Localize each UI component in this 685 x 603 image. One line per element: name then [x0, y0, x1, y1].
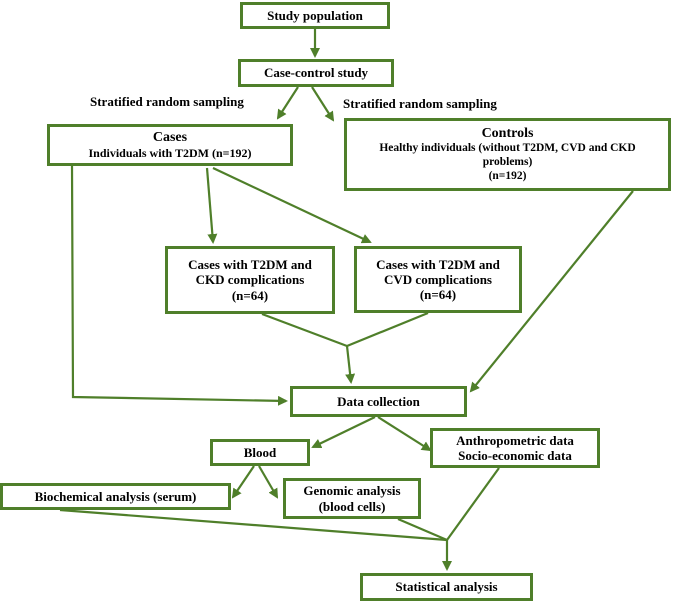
study-population-box: Study population — [240, 2, 390, 29]
anthropometric-line1: Anthropometric data — [456, 432, 574, 448]
cases-box: Cases Individuals with T2DM (n=192) — [47, 124, 293, 166]
cvd-line2: CVD complications — [384, 271, 492, 287]
cvd-line1: Cases with T2DM and — [376, 256, 500, 272]
ckd-line1: Cases with T2DM and — [188, 257, 312, 272]
controls-line1: Healthy individuals (without T2DM, CVD a… — [379, 142, 636, 155]
arrow-datacollection-to-blood — [311, 416, 376, 449]
controls-line3: (n=192) — [488, 169, 527, 182]
anthropometric-box: Anthropometric data Socio-economic data — [430, 428, 600, 468]
line-ckd-to-join — [261, 312, 348, 348]
cvd-line3: (n=64) — [419, 287, 457, 303]
arrow-cases-to-datacollection — [70, 164, 288, 406]
arrow-casecontrol-to-cases — [276, 86, 299, 120]
blood-label: Blood — [243, 444, 277, 460]
blood-box: Blood — [210, 439, 310, 466]
genomic-line2: (blood cells) — [318, 498, 386, 514]
arrow-controls-to-datacollection — [469, 190, 634, 393]
genomic-line1: Genomic analysis — [303, 483, 401, 499]
controls-title: Controls — [481, 125, 534, 141]
line-cvd-to-join — [346, 311, 429, 348]
data-collection-label: Data collection — [337, 393, 420, 409]
arrow-casecontrol-to-controls — [311, 86, 335, 122]
arrow-datacollection-to-anthro — [377, 416, 432, 452]
statistical-analysis-box: Statistical analysis — [360, 573, 533, 601]
cases-title: Cases — [152, 129, 188, 145]
genomic-analysis-box: Genomic analysis (blood cells) — [283, 478, 421, 519]
cases-subtitle: Individuals with T2DM (n=192) — [88, 146, 252, 161]
ckd-cases-box: Cases with T2DM and CKD complications (n… — [165, 246, 335, 314]
biochemical-analysis-box: Biochemical analysis (serum) — [0, 483, 231, 510]
data-collection-box: Data collection — [290, 386, 467, 417]
case-control-study-label: Case-control study — [263, 65, 369, 81]
case-control-study-box: Case-control study — [238, 59, 394, 87]
arrow-blood-to-biochem — [231, 465, 255, 499]
cvd-cases-box: Cases with T2DM and CVD complications (n… — [354, 246, 522, 313]
arrow-blood-to-genomic — [258, 465, 279, 499]
biochemical-analysis-label: Biochemical analysis (serum) — [34, 488, 197, 504]
arrow-join-to-datacollection — [345, 345, 356, 384]
line-biochem-to-join — [59, 508, 448, 542]
left-sampling-label: Stratified random sampling — [90, 94, 244, 109]
line-anthro-to-join — [446, 467, 500, 541]
arrow-cases-to-cvd — [212, 167, 372, 244]
study-population-label: Study population — [267, 7, 363, 23]
controls-line2: problems) — [482, 155, 533, 168]
controls-box: Controls Healthy individuals (without T2… — [344, 118, 671, 191]
anthropometric-line2: Socio-economic data — [458, 448, 572, 463]
right-sampling-label: Stratified random sampling — [343, 96, 497, 111]
arrow-cases-to-ckd — [205, 167, 218, 244]
statistical-analysis-label: Statistical analysis — [395, 579, 498, 595]
line-genomic-to-join — [397, 517, 448, 542]
ckd-line3: (n=64) — [231, 287, 269, 303]
ckd-line2: CKD complications — [195, 272, 305, 288]
